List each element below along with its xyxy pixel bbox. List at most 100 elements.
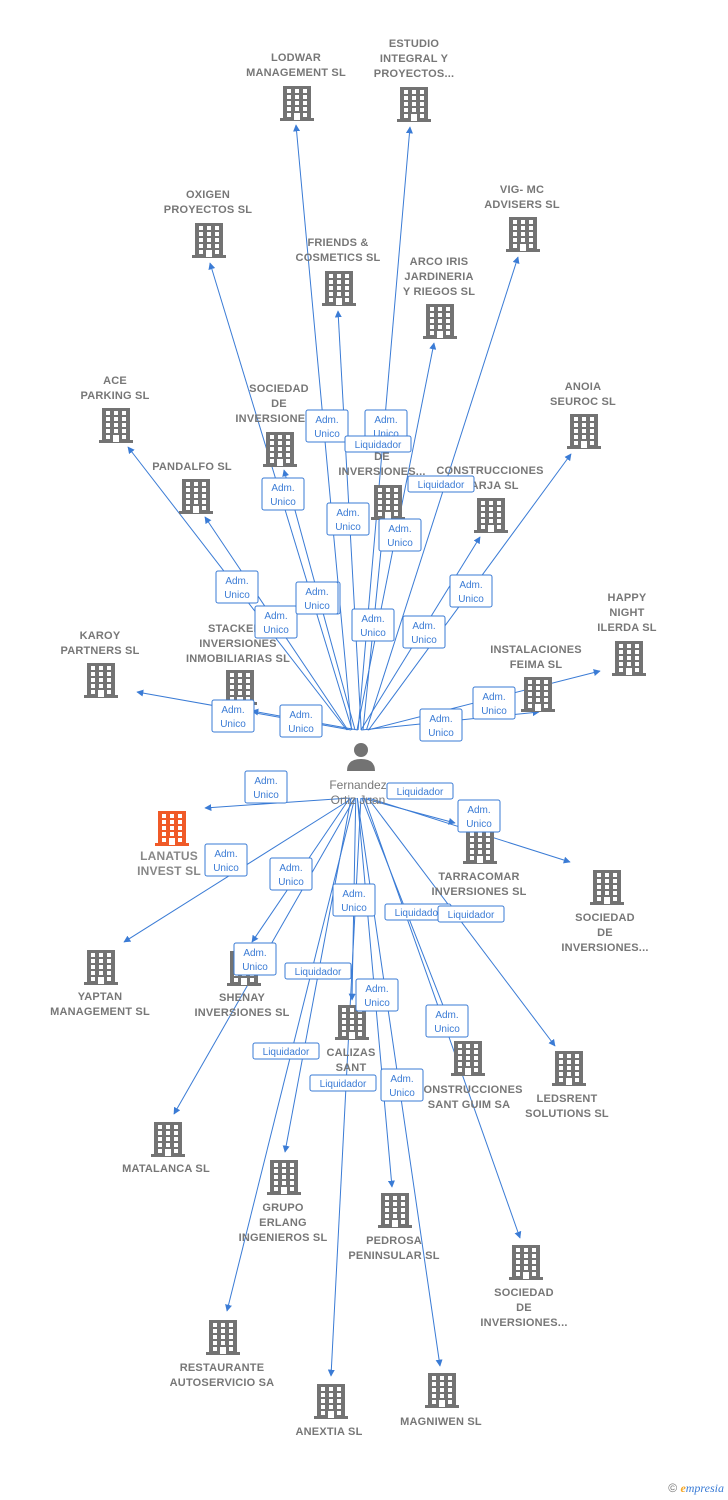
relation-text: Adm.: [305, 587, 328, 598]
relation-box-sociedad2[interactable]: Adm. Unico: [457, 799, 501, 833]
company-label-line: MANAGEMENT SL: [50, 1006, 150, 1018]
relation-text: Adm.: [221, 705, 244, 716]
company-label-line: INMOBILIARIAS SL: [186, 653, 290, 665]
company-node-pandalfo[interactable]: PANDALFO SL: [152, 461, 232, 514]
building-icon: [506, 217, 540, 252]
relation-box-oxigen[interactable]: Adm.Unico: [261, 477, 305, 511]
relation-box-pedrosa[interactable]: Adm.Unico: [355, 978, 399, 1012]
relation-box-lanatus[interactable]: Adm.Unico: [244, 770, 288, 804]
company-label-line: VIG- MC: [500, 184, 544, 196]
relation-box-yaptan[interactable]: Adm.Unico: [204, 843, 248, 877]
company-label-line: HAPPY: [608, 592, 647, 604]
relation-box-vig[interactable]: Liquidador: [407, 475, 475, 493]
relation-box-magniwen[interactable]: Adm.Unico: [380, 1068, 424, 1102]
relation-box-ledsrent[interactable]: Liquidador: [437, 905, 505, 923]
relation-text: Unico: [466, 819, 492, 830]
relation-box-extra[interactable]: Adm.Unico: [419, 708, 463, 742]
relation-text: Adm.: [429, 714, 452, 725]
relation-text: Liquidador: [320, 1079, 367, 1090]
relation-box-matalanca[interactable]: Adm.Unico: [233, 942, 277, 976]
relation-box-anoia[interactable]: Adm.Unico: [449, 574, 493, 608]
edge-vig: [365, 256, 520, 731]
company-node-anextia[interactable]: ANEXTIA SL: [296, 1384, 363, 1438]
relation-text: Unico: [220, 719, 246, 730]
company-node-matalanca[interactable]: MATALANCA SL: [122, 1122, 210, 1175]
company-label-line: Y RIEGOS SL: [403, 286, 475, 298]
company-label-line: PARKING SL: [80, 390, 149, 402]
company-label-line: INVERSIONES...: [561, 942, 648, 954]
relation-box-friends[interactable]: Adm.Unico: [326, 502, 370, 536]
company-node-friends[interactable]: FRIENDS &COSMETICS SL: [296, 237, 381, 306]
relation-box-tarracomar[interactable]: Liquidador: [386, 782, 454, 800]
company-node-yaptan[interactable]: YAPTAN MANAGEMENT SL: [50, 950, 150, 1018]
relation-text: Adm.: [279, 863, 302, 874]
company-label-line: YAPTAN: [78, 991, 123, 1003]
relation-box-anextia[interactable]: Liquidador: [309, 1074, 377, 1092]
relation-text: Unico: [411, 635, 437, 646]
company-label-line: OXIGEN: [186, 189, 230, 201]
company-node-magniwen[interactable]: MAGNIWEN SL: [400, 1373, 482, 1428]
relation-text: Unico: [373, 429, 399, 440]
relation-text: Unico: [458, 594, 484, 605]
company-label-line: DE: [271, 398, 287, 410]
relation-box-construcciones_marja[interactable]: Adm.Unico: [351, 608, 395, 642]
relation-box-lodwar[interactable]: Adm.Unico: [305, 409, 349, 443]
company-node-sociedad3[interactable]: SOCIEDADDEINVERSIONES...: [480, 1245, 567, 1329]
building-icon: [371, 485, 405, 520]
company-node-sociedad2[interactable]: SOCIEDADDEINVERSIONES...: [561, 870, 648, 954]
relation-box-erlang[interactable]: Liquidador: [284, 962, 352, 980]
relation-box-shenay[interactable]: Adm.Unico: [269, 857, 313, 891]
relation-box-restaurante[interactable]: Liquidador: [252, 1042, 320, 1060]
company-label-line: SOCIEDAD: [249, 383, 309, 395]
building-icon: [84, 663, 118, 698]
building-icon: [521, 677, 555, 712]
building-icon: [590, 870, 624, 905]
relation-box-sociedad1[interactable]: Adm.Unico: [254, 605, 298, 639]
relation-box-extra[interactable]: Liquidador: [344, 435, 412, 453]
company-label-line: INSTALACIONES: [490, 644, 582, 656]
relation-box-sociedad3[interactable]: Adm.Unico: [425, 1004, 469, 1038]
relation-box-stackele[interactable]: Adm.Unico: [279, 704, 323, 738]
relation-text: Unico: [481, 706, 507, 717]
relation-box-arco[interactable]: Adm.Unico: [378, 518, 422, 552]
relation-text: Adm.: [467, 805, 490, 816]
person-node[interactable]: Fernandez Ortiz Juan: [329, 743, 387, 807]
relation-box-feima[interactable]: Adm.Unico: [402, 615, 446, 649]
relation-text: Liquidador: [448, 910, 495, 921]
building-icon: [179, 479, 213, 514]
relation-text: Unico: [242, 962, 268, 973]
relation-text: Liquidador: [418, 480, 465, 491]
building-icon: [267, 1160, 301, 1195]
relation-text: Liquidador: [395, 908, 442, 919]
footer-brand[interactable]: © empresia: [668, 1481, 724, 1496]
relation-box-calizas[interactable]: Adm.Unico: [332, 883, 376, 917]
building-icon: [425, 1373, 459, 1408]
relation-box-ace[interactable]: Adm.Unico: [215, 570, 259, 604]
relation-text: Unico: [364, 998, 390, 1009]
relation-box-pandalfo[interactable]: Adm.Unico: [295, 581, 339, 615]
company-node-sociedad1[interactable]: SOCIEDADDEINVERSIONES...: [235, 383, 322, 467]
relation-box-happy[interactable]: Adm.Unico: [472, 686, 516, 720]
relation-text: Unico: [213, 863, 239, 874]
relation-box-karoy[interactable]: Adm. Unico: [211, 699, 255, 733]
company-label-line: INGENIEROS SL: [239, 1232, 328, 1244]
